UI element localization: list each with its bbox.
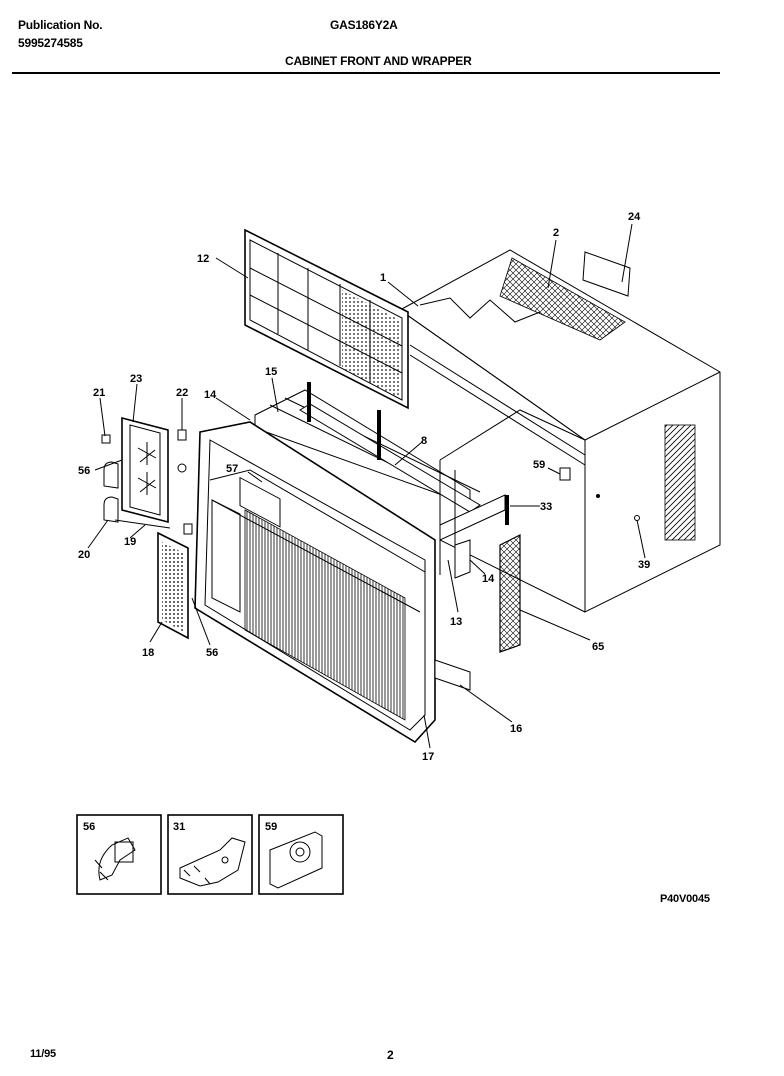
callout-labels: 1 2 24 12 21 23 22 14 15 8 56 57 59 33 2… — [78, 211, 650, 763]
bottom-rail — [434, 659, 471, 691]
callout-label: 56 — [78, 465, 90, 477]
control-door — [157, 523, 193, 640]
callout-label: 2 — [553, 227, 559, 239]
callout-label: 16 — [510, 723, 522, 735]
model-number: GAS186Y2A — [330, 18, 398, 32]
callout-label: 21 — [93, 387, 105, 399]
leader-lines — [87, 223, 646, 749]
inset-part-31: 31 — [167, 814, 253, 895]
callout-label: 8 — [421, 435, 427, 447]
callout-label: 18 — [142, 647, 154, 659]
callout-label: 15 — [265, 366, 277, 378]
callout-label: 39 — [638, 559, 650, 571]
callout-label: 20 — [78, 549, 90, 561]
callout-label: 22 — [176, 387, 188, 399]
callout-label: 19 — [124, 536, 136, 548]
part-code: P40V0045 — [660, 893, 710, 905]
callout-label: 59 — [533, 459, 545, 471]
front-panel — [194, 421, 436, 744]
top-rails — [254, 382, 509, 579]
callout-label: 24 — [628, 211, 641, 223]
callout-label: 57 — [226, 463, 238, 475]
clip-59 — [559, 467, 571, 481]
control-panel — [101, 416, 187, 529]
publication-label: Publication No. — [18, 18, 103, 32]
cabinet-wrapper — [399, 249, 721, 613]
publication-number: 5995274585 — [18, 36, 83, 50]
section-title: CABINET FRONT AND WRAPPER — [285, 54, 472, 68]
inset-part-59: 59 — [258, 814, 344, 895]
callout-label: 65 — [592, 641, 604, 653]
header-rule — [12, 72, 720, 74]
callout-label: 23 — [130, 373, 142, 385]
page-number: 2 — [387, 1048, 394, 1062]
inset-label: 31 — [173, 821, 185, 833]
footer-date: 11/95 — [30, 1048, 56, 1060]
inset-label: 56 — [83, 821, 95, 833]
callout-label: 14 — [482, 573, 495, 585]
callout-label: 14 — [204, 389, 217, 401]
callout-label: 13 — [450, 616, 462, 628]
inset-label: 59 — [265, 821, 277, 833]
callout-label: 33 — [540, 501, 552, 513]
callout-label: 17 — [422, 751, 434, 763]
callout-label: 56 — [206, 647, 218, 659]
inset-part-56: 56 — [76, 814, 162, 895]
callout-label: 1 — [380, 272, 386, 284]
air-filter — [244, 228, 409, 410]
side-vent — [499, 534, 521, 653]
callout-label: 12 — [197, 253, 209, 265]
